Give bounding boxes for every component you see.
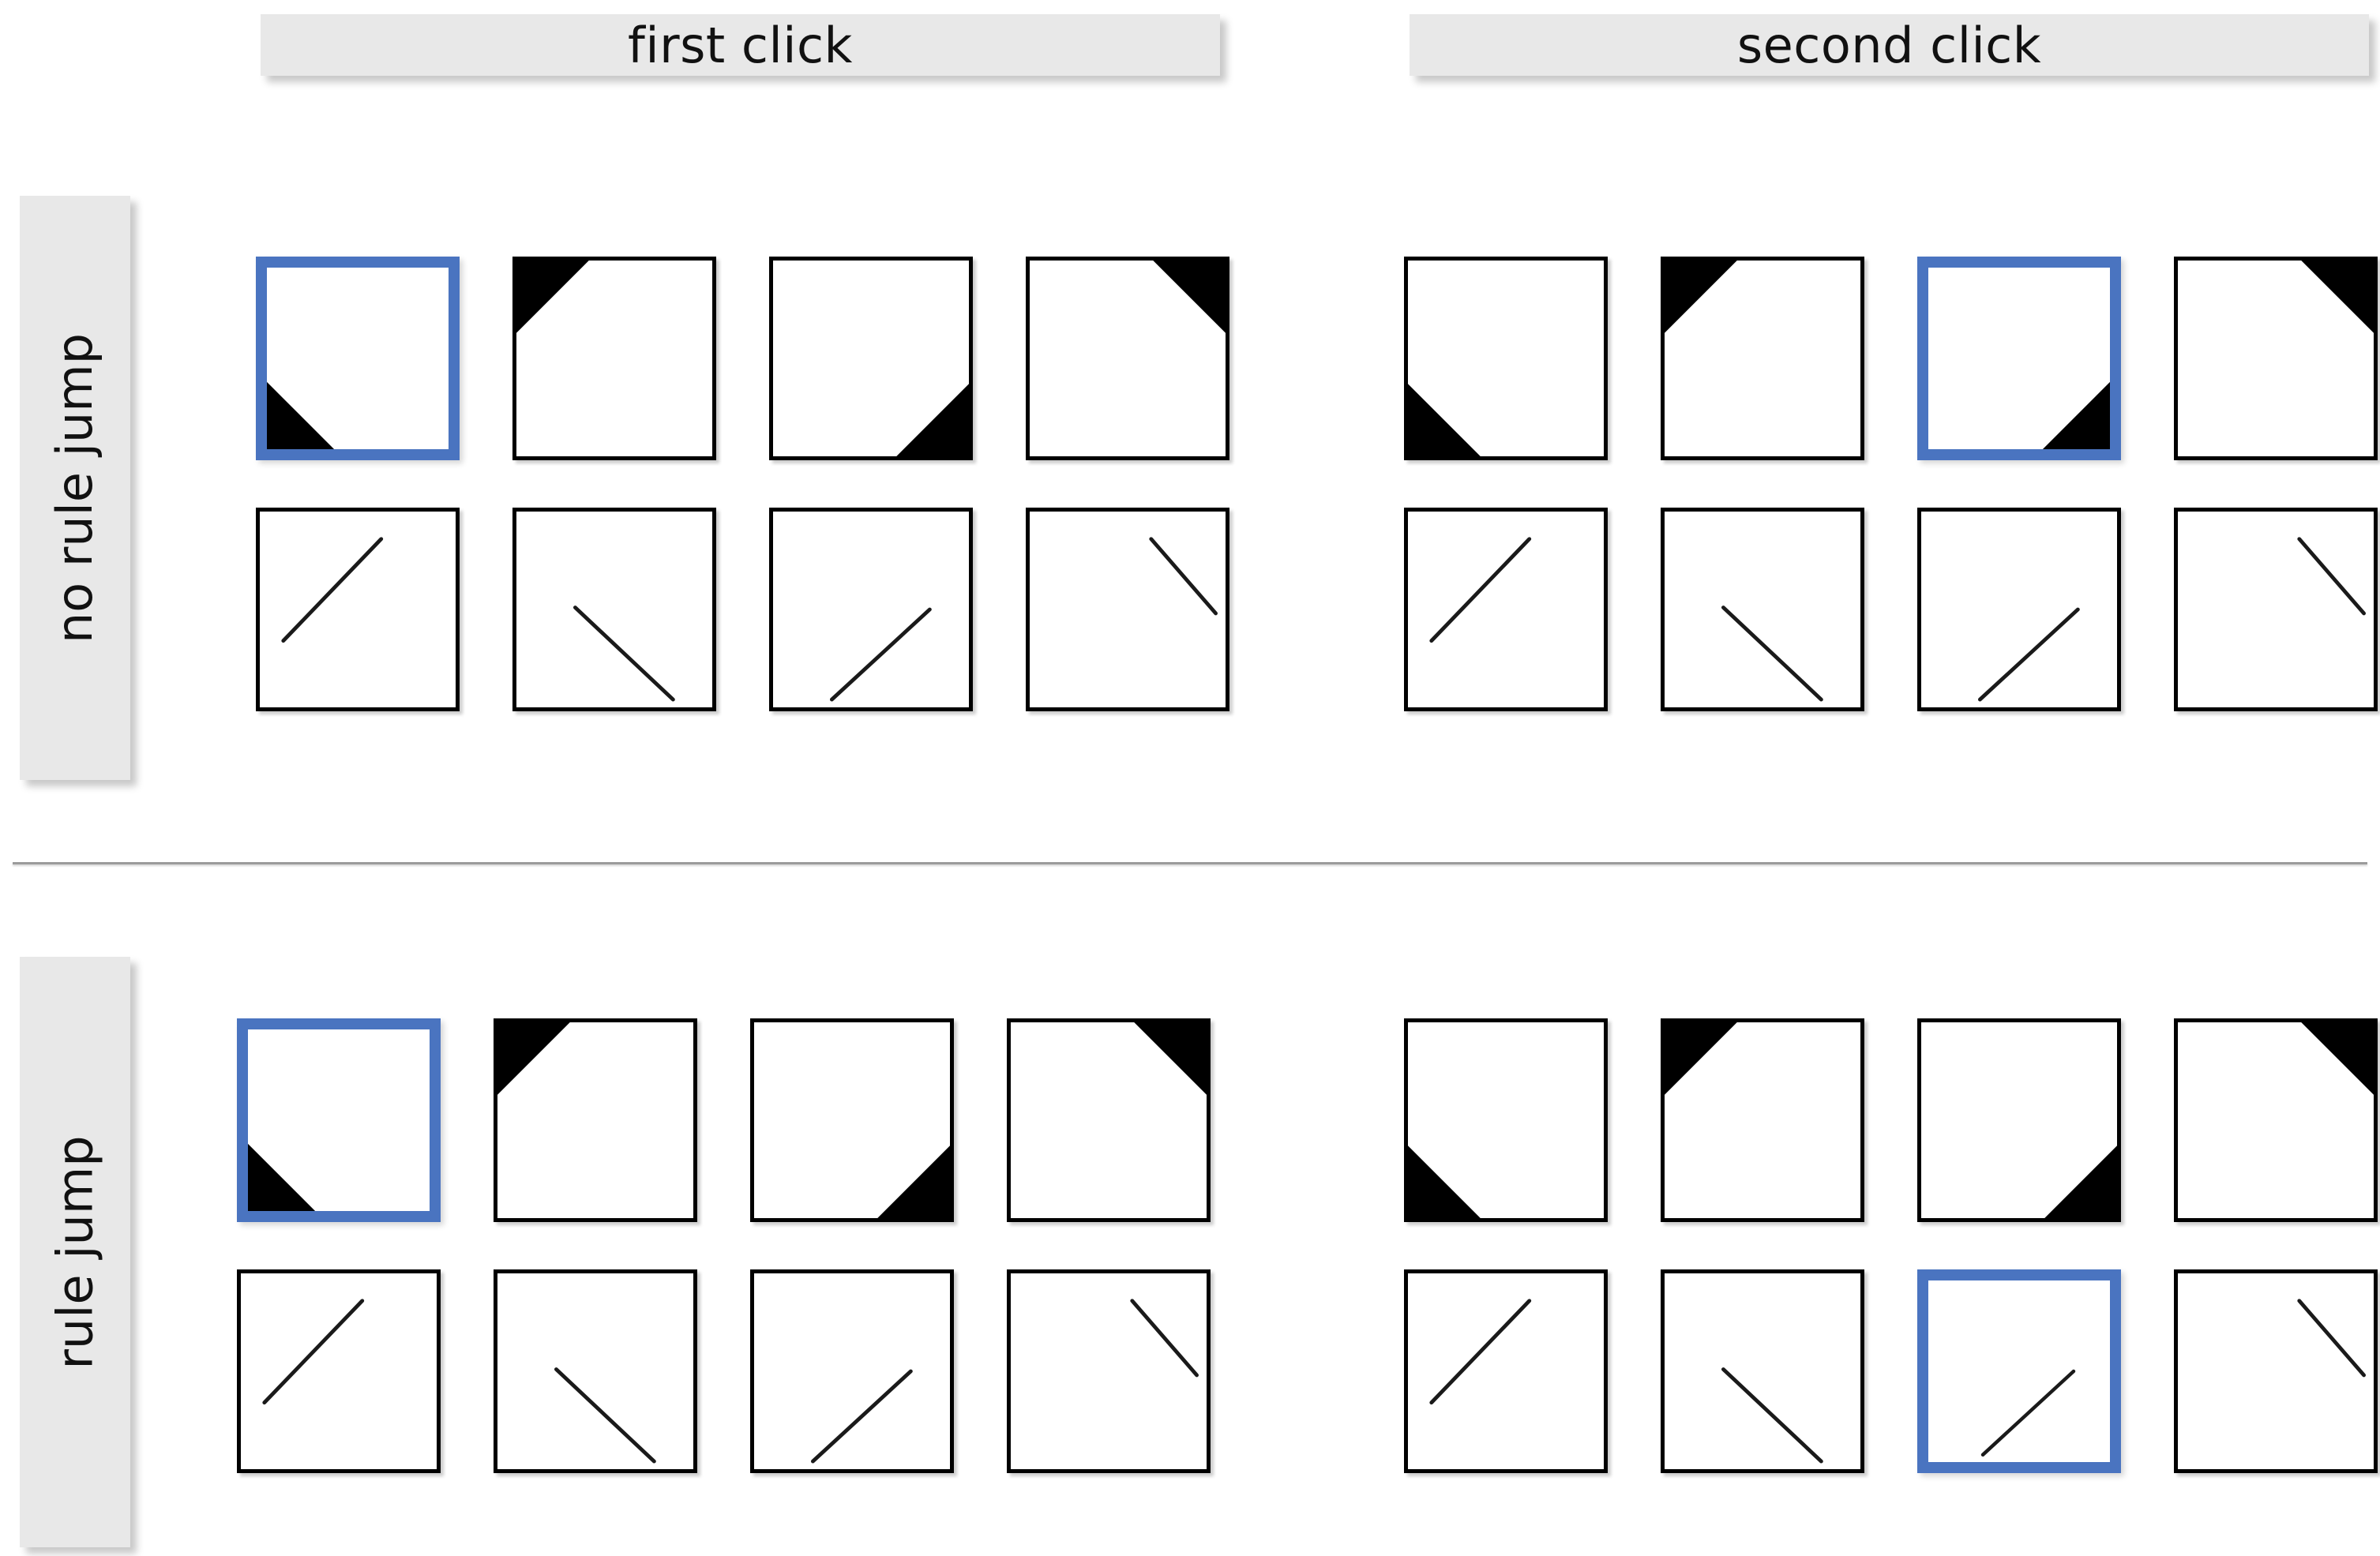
- stimulus-square-triangle-bottom-left[interactable]: [1404, 257, 1608, 460]
- section-divider: [13, 862, 2367, 864]
- row-label-rule-jump-text: rule jump: [46, 1134, 104, 1370]
- stimulus-square-line-down-left[interactable]: [1661, 508, 1864, 711]
- stimulus-square-line-down-right[interactable]: [1007, 1269, 1211, 1473]
- stimulus-square-triangle-bottom-left[interactable]: [256, 257, 460, 460]
- stimulus-square-line-up-right[interactable]: [750, 1269, 954, 1473]
- diagonal-line-shape: [2178, 1273, 2374, 1469]
- diagonal-line-shape: [1011, 1273, 1207, 1469]
- stimulus-square-triangle-bottom-left[interactable]: [237, 1018, 441, 1222]
- stimulus-square-line-up-left[interactable]: [237, 1269, 441, 1473]
- corner-triangle-shape: [248, 1029, 430, 1211]
- stimulus-square-triangle-top-left[interactable]: [1661, 1018, 1864, 1222]
- row-label-rule-jump: rule jump: [20, 957, 130, 1547]
- diagonal-line-shape: [773, 512, 969, 707]
- stimulus-square-line-down-left[interactable]: [1661, 1269, 1864, 1473]
- stimulus-square-line-up-right[interactable]: [769, 508, 973, 711]
- diagonal-line-shape: [260, 512, 456, 707]
- row-label-no-rule-jump-text: no rule jump: [46, 332, 104, 643]
- diagonal-line-shape: [1408, 512, 1604, 707]
- stimulus-square-triangle-top-right[interactable]: [2174, 257, 2378, 460]
- column-header-first-click-label: first click: [628, 16, 853, 74]
- diagonal-line-shape: [754, 1273, 950, 1469]
- corner-triangle-shape: [2178, 1022, 2374, 1218]
- corner-triangle-shape: [516, 261, 712, 456]
- corner-triangle-shape: [773, 261, 969, 456]
- diagonal-line-shape: [2178, 512, 2374, 707]
- corner-triangle-shape: [1665, 261, 1860, 456]
- diagonal-line-shape: [1921, 512, 2117, 707]
- corner-triangle-shape: [754, 1022, 950, 1218]
- corner-triangle-shape: [1408, 1022, 1604, 1218]
- corner-triangle-shape: [1921, 1022, 2117, 1218]
- corner-triangle-shape: [1665, 1022, 1860, 1218]
- stimulus-square-triangle-bottom-right[interactable]: [750, 1018, 954, 1222]
- stimulus-square-line-up-right[interactable]: [1917, 508, 2121, 711]
- diagonal-line-shape: [1665, 512, 1860, 707]
- corner-triangle-shape: [497, 1022, 693, 1218]
- corner-triangle-shape: [1030, 261, 1226, 456]
- stimulus-square-line-up-left[interactable]: [256, 508, 460, 711]
- stimulus-square-line-up-right[interactable]: [1917, 1269, 2121, 1473]
- diagonal-line-shape: [1030, 512, 1226, 707]
- stimulus-square-line-down-left[interactable]: [512, 508, 716, 711]
- diagonal-line-shape: [516, 512, 712, 707]
- stimulus-square-triangle-top-right[interactable]: [2174, 1018, 2378, 1222]
- stimulus-square-line-down-right[interactable]: [2174, 1269, 2378, 1473]
- stimulus-square-triangle-top-left[interactable]: [1661, 257, 1864, 460]
- stimulus-square-line-down-right[interactable]: [1026, 508, 1229, 711]
- diagonal-line-shape: [1408, 1273, 1604, 1469]
- stimulus-square-triangle-bottom-right[interactable]: [1917, 1018, 2121, 1222]
- stimulus-square-triangle-top-right[interactable]: [1007, 1018, 1211, 1222]
- stimulus-square-triangle-bottom-right[interactable]: [1917, 257, 2121, 460]
- stimulus-square-line-down-right[interactable]: [2174, 508, 2378, 711]
- diagonal-line-shape: [1665, 1273, 1860, 1469]
- stimulus-square-triangle-top-right[interactable]: [1026, 257, 1229, 460]
- row-label-no-rule-jump: no rule jump: [20, 196, 130, 780]
- diagonal-line-shape: [241, 1273, 437, 1469]
- diagonal-line-shape: [1928, 1280, 2110, 1462]
- stimulus-square-line-up-left[interactable]: [1404, 508, 1608, 711]
- stimulus-square-triangle-top-left[interactable]: [494, 1018, 697, 1222]
- stimulus-square-triangle-bottom-left[interactable]: [1404, 1018, 1608, 1222]
- diagonal-line-shape: [497, 1273, 693, 1469]
- corner-triangle-shape: [267, 268, 449, 449]
- stimulus-square-triangle-bottom-right[interactable]: [769, 257, 973, 460]
- corner-triangle-shape: [1928, 268, 2110, 449]
- column-header-second-click: second click: [1410, 14, 2369, 76]
- column-header-second-click-label: second click: [1736, 16, 2042, 74]
- corner-triangle-shape: [2178, 261, 2374, 456]
- stimulus-square-line-up-left[interactable]: [1404, 1269, 1608, 1473]
- stimulus-square-line-down-left[interactable]: [494, 1269, 697, 1473]
- stimulus-square-triangle-top-left[interactable]: [512, 257, 716, 460]
- column-header-first-click: first click: [261, 14, 1220, 76]
- corner-triangle-shape: [1408, 261, 1604, 456]
- corner-triangle-shape: [1011, 1022, 1207, 1218]
